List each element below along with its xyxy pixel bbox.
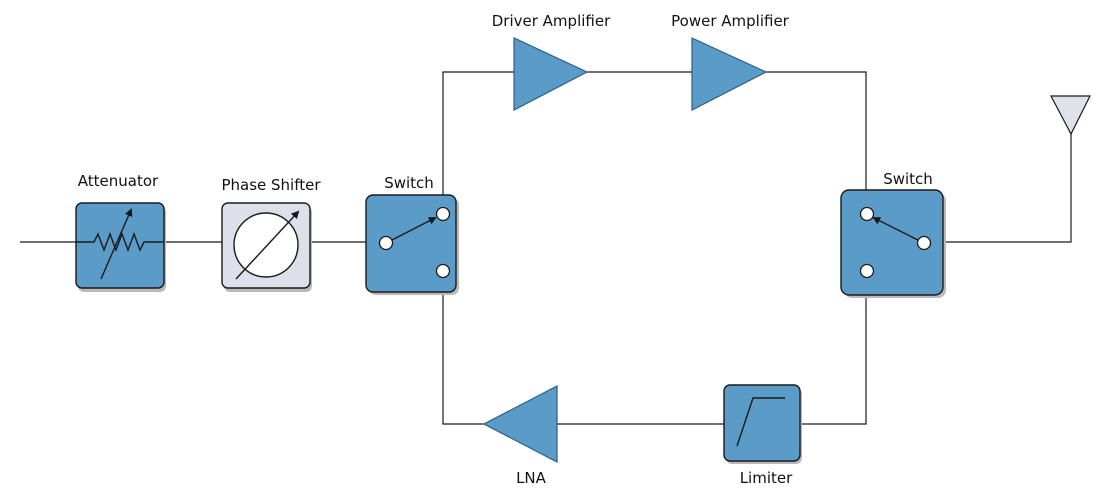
signal-wires xyxy=(20,71,1072,425)
wire-switch-to-antenna xyxy=(924,134,1072,243)
limiter-block xyxy=(723,384,802,464)
wire-power-amplifier-to-switch xyxy=(766,71,867,214)
attenuator-box xyxy=(75,202,165,289)
attenuator-block xyxy=(75,202,166,292)
driver-amplifier-block xyxy=(513,37,589,111)
left-switch-tx-port xyxy=(435,206,451,222)
antenna-switch-block xyxy=(840,189,946,298)
left-switch-common-port xyxy=(378,235,394,251)
resistor-icon xyxy=(76,232,164,252)
limiter-label: Limiter xyxy=(740,469,793,487)
limiter-curve-icon xyxy=(736,397,785,447)
antenna-switch-label: Switch xyxy=(883,170,933,188)
left-switch-label: Switch xyxy=(384,174,434,192)
antenna-switch-tx-port xyxy=(859,206,875,222)
lna-label: LNA xyxy=(516,469,547,487)
wire-switch-to-driver-amplifier xyxy=(442,71,514,214)
antenna-switch-rx-port xyxy=(859,263,875,279)
power-amplifier-triangle xyxy=(691,37,768,111)
antenna-switch-common-port xyxy=(916,235,932,251)
driver-amplifier-label: Driver Amplifier xyxy=(492,12,611,30)
wire-switch-to-limiter xyxy=(800,271,867,425)
power-amplifier-label: Power Amplifier xyxy=(671,12,790,30)
attenuator-label: Attenuator xyxy=(78,172,159,190)
limiter-box xyxy=(723,384,801,462)
left-switch-lever-icon xyxy=(385,217,437,244)
phase-shifter-label: Phase Shifter xyxy=(221,176,321,194)
lna-block xyxy=(482,385,558,463)
phase-arrow-icon xyxy=(235,210,300,280)
left-switch-rx-port xyxy=(435,263,451,279)
lna-triangle xyxy=(482,385,558,463)
antenna-switch-lever-icon xyxy=(872,217,925,244)
phase-shifter-block xyxy=(221,202,312,292)
driver-amplifier-triangle xyxy=(513,37,589,111)
variable-arrow-icon xyxy=(100,208,133,280)
left-switch-block xyxy=(365,194,459,295)
antenna-icon xyxy=(1050,95,1091,136)
power-amplifier-block xyxy=(691,37,768,111)
wire-lna-to-switch xyxy=(442,271,484,425)
